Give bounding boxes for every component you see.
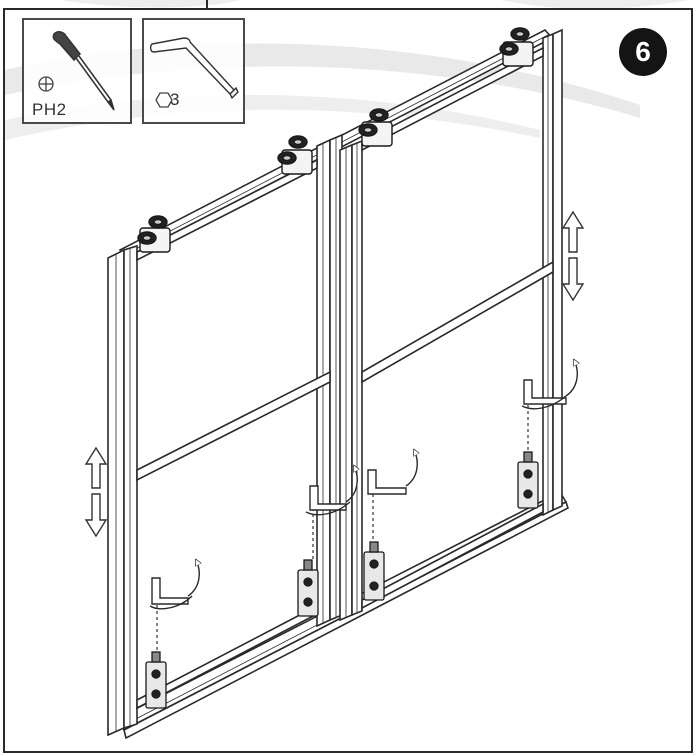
tool-hex-key: 3: [142, 18, 245, 124]
allen-key: [521, 360, 577, 410]
bottom-roller-bracket: [297, 559, 319, 617]
allen-keys: [149, 360, 577, 610]
allen-key: [149, 560, 199, 610]
top-rollers: [137, 27, 534, 253]
top-roller-wheel: [499, 27, 534, 67]
header-divider: [206, 0, 208, 9]
allen-key: [367, 450, 417, 495]
height-adjust-arrows: [84, 210, 585, 538]
top-roller-wheel: [137, 215, 171, 253]
allen-key: [305, 466, 357, 516]
bottom-roller-bracket: [363, 541, 385, 601]
tool-phillips-screwdriver: PH2: [22, 18, 132, 124]
up-down-arrow-icon: [84, 446, 108, 538]
step-number-badge: 6: [619, 28, 667, 76]
screwdriver-size-label: PH2: [32, 100, 67, 119]
right-door-panel: [339, 28, 563, 622]
bottom-roller-brackets: [145, 451, 539, 709]
allen-key-insertion-guides: [156, 405, 529, 652]
top-roller-wheel: [277, 135, 313, 175]
hex-key-size-label: 3: [170, 90, 180, 109]
bottom-roller-bracket: [517, 451, 539, 509]
bottom-roller-bracket: [145, 651, 167, 709]
up-down-arrow-icon: [561, 210, 585, 302]
phillips-screwdriver-icon: [38, 31, 115, 111]
left-door-panel: [107, 133, 343, 737]
top-roller-wheel: [358, 108, 393, 147]
page-border: [3, 8, 693, 753]
hex-key-icon: [149, 37, 239, 108]
